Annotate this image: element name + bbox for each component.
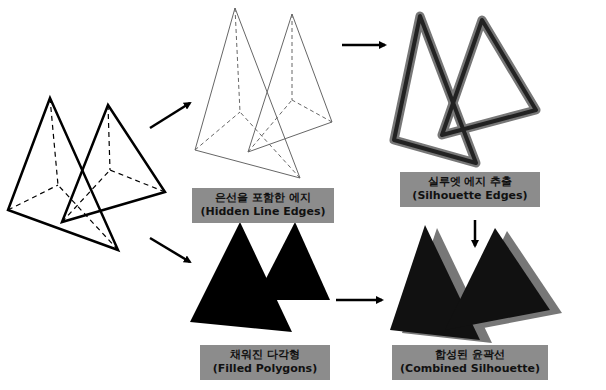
label-korean: 채워진 다각형 [206, 348, 324, 362]
composite-result [390, 225, 562, 343]
stage-label: 은선을 포함한 에지(Hidden Line Edges) [192, 188, 334, 223]
stage-label: 채워진 다각형(Filled Polygons) [200, 345, 330, 380]
label-korean: 실루엣 에지 추출 [406, 175, 534, 189]
label-korean: 합성된 윤곽선 [398, 348, 542, 362]
label-english: (Silhouette Edges) [406, 189, 534, 203]
hidden-line-wireframe [195, 8, 332, 178]
silhouette-edges [394, 16, 536, 163]
label-english: (Hidden Line Edges) [198, 205, 328, 219]
label-korean: 은선을 포함한 에지 [198, 191, 328, 205]
model-wireframe [8, 98, 165, 250]
label-english: (Combined Silhouette) [398, 362, 542, 376]
filled-polygons [190, 222, 330, 332]
label-english: (Filled Polygons) [206, 362, 324, 376]
stage-label: 실루엣 에지 추출(Silhouette Edges) [400, 172, 540, 207]
stage-label: 합성된 윤곽선(Combined Silhouette) [392, 345, 548, 380]
